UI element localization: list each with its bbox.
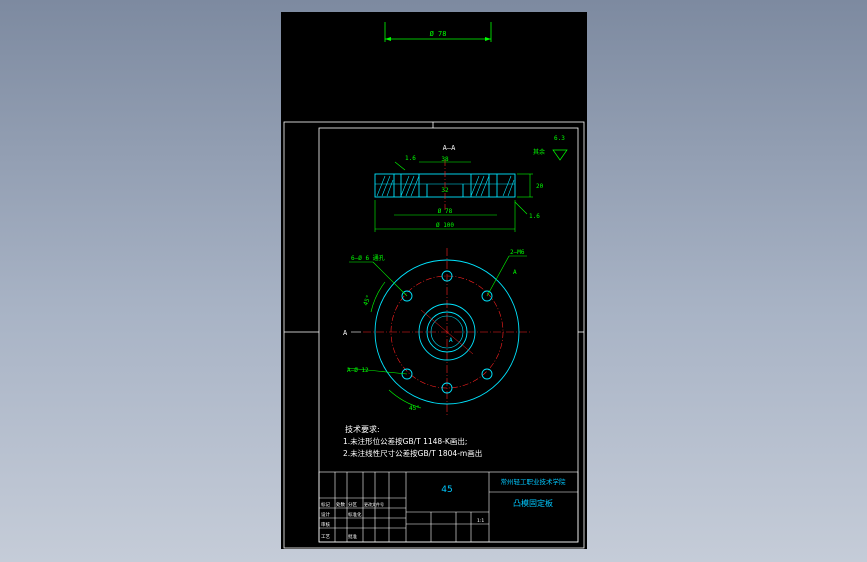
left-dim: 1.6: [405, 155, 416, 162]
bolt-holes: [401, 270, 493, 394]
bolt-hole: [481, 368, 493, 380]
bore-circle: [426, 311, 468, 353]
title-cell: 分区: [348, 501, 357, 508]
plan-view: A 6—Ø 6 通孔 2—M6 A A 45° A—Ø 12: [343, 248, 531, 416]
thread-label: 2—M6: [510, 249, 525, 256]
outer-dim: Ø 78: [438, 208, 453, 215]
notes-line-2: 2.未注线性尺寸公差按GB/T 1804-m画出: [343, 448, 482, 458]
arrow: [485, 37, 491, 41]
title-cell: 标准化: [348, 511, 362, 518]
drawing-canvas: Ø 78 A—A: [281, 12, 587, 549]
roughness-note: 其余: [533, 148, 545, 156]
height-dim: 20: [536, 183, 544, 190]
top-dimension: Ø 78: [430, 30, 447, 38]
center-label: A: [449, 337, 453, 344]
bore-top-dim: 38: [441, 156, 449, 163]
technical-notes: 技术要求: 1.未注形位公差按GB/T 1148-K画出; 2.未注线性尺寸公差…: [343, 424, 482, 458]
section-view: A—A: [374, 135, 568, 232]
bolt-circle: [390, 275, 504, 389]
outer-flange-circle: [374, 259, 520, 405]
section-title: A—A: [443, 144, 456, 152]
roughness-icon: [552, 149, 568, 161]
bolt-hole: [481, 290, 493, 302]
bolt-hole: [441, 382, 453, 394]
bolt-hole: [401, 290, 413, 302]
notes-heading: 技术要求:: [345, 424, 380, 434]
bore-inner-circle: [430, 315, 464, 349]
title-cell: 批准: [348, 533, 357, 540]
title-cell: 标记: [321, 501, 330, 508]
scale-value: 1:1: [477, 518, 484, 524]
bore-dim: 32: [441, 187, 449, 194]
section-mark-right: A: [513, 269, 517, 276]
title-cell: 设计: [321, 511, 330, 518]
title-cell: 工艺: [321, 534, 330, 540]
top-view: Ø 78: [384, 22, 492, 42]
pin-label: A—Ø 12: [347, 367, 369, 374]
angle-top: 45°: [362, 294, 372, 307]
title-cell: 审核: [321, 521, 330, 528]
bolt-hole: [441, 270, 453, 282]
title-cell: 更改文件号: [364, 501, 384, 507]
cad-drawing: Ø 78 A—A: [283, 22, 585, 549]
part-name: 凸模固定板: [513, 498, 553, 508]
holes-label: 6—Ø 6 通孔: [351, 254, 385, 262]
section-mark-left: A: [343, 329, 348, 337]
section-hatch: [376, 175, 515, 197]
diagonal-line: [420, 309, 474, 355]
roughness-value: 6.3: [554, 135, 565, 142]
angle-bottom: 45°: [409, 405, 420, 412]
school-name: 常州轻工职业技术学院: [501, 477, 567, 486]
arrow: [385, 37, 391, 41]
notes-line-1: 1.未注形位公差按GB/T 1148-K画出;: [343, 436, 467, 446]
drawing-number: 45: [441, 485, 452, 495]
bolt-hole: [401, 368, 413, 380]
title-cell: 处数: [336, 501, 345, 508]
title-block: [318, 471, 579, 543]
boss-circle: [418, 303, 476, 361]
flange-dim: Ø 100: [436, 222, 454, 229]
step-dim: 1.6: [529, 213, 540, 220]
